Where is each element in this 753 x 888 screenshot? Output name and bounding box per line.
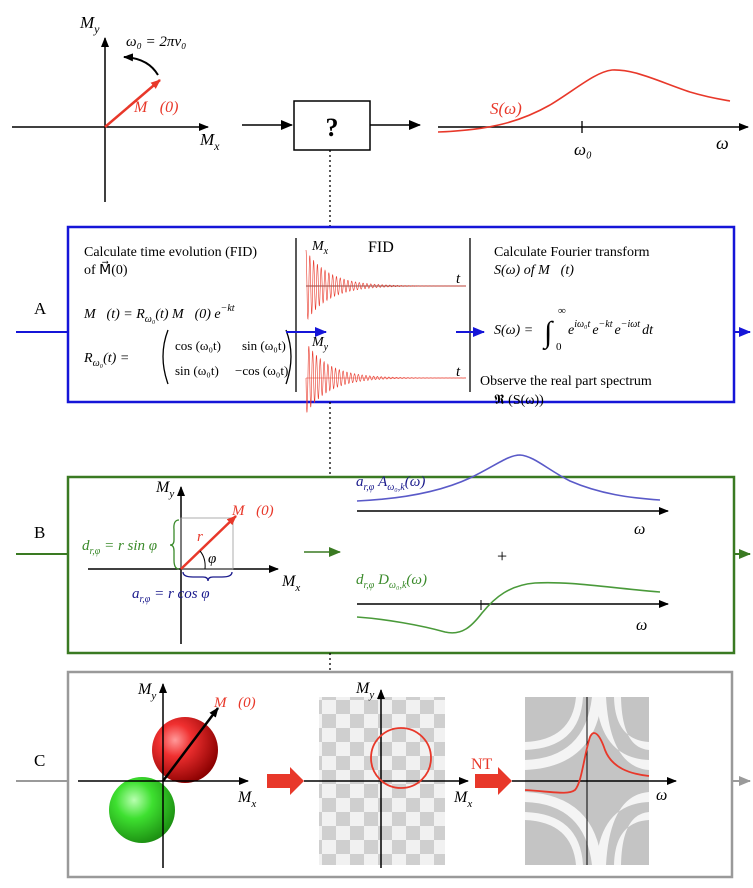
c1-my-label: My (137, 681, 156, 702)
top-mx-label: Mx (199, 130, 220, 153)
matrix-m11: cos (ω₀t) (175, 338, 221, 353)
fourier-equation-lhs: S(ω) = (494, 323, 533, 338)
calc-fourier-line2: S(ω) of M⃗(t) (494, 263, 574, 278)
time-evolution-equation: M⃗(t) = Rω₀(t) M⃗(0) e−kt (83, 303, 235, 325)
hyperbolic-band-6 (614, 697, 649, 750)
c2-mx-label: Mx (453, 789, 472, 810)
green-sphere (109, 777, 175, 843)
matrix-right-paren (285, 329, 292, 385)
observe-line2: 𝕽 (S(ω)) (494, 393, 544, 408)
c3-dispersion-curve (524, 732, 650, 794)
hyperbolic-band-5 (525, 697, 583, 750)
panel-a-letter: A (34, 299, 47, 318)
top-my-label: My (79, 13, 100, 36)
hyperbolic-band-8 (614, 812, 649, 865)
rotation-arrow (123, 53, 159, 76)
fid-title: FID (368, 239, 394, 256)
b-r-label: r (197, 529, 203, 545)
panel-b: B My Mx M⃗(0) r φ dr,φ = r sin φ ar,φ = … (16, 454, 751, 655)
b-d-equation: dr,φ = r sin φ (82, 538, 157, 557)
c2-red-circle (370, 727, 432, 789)
b-phi-arc (199, 550, 206, 570)
rotation-matrix-lhs: Rω₀(t) = (83, 351, 129, 369)
matrix-left-paren (162, 329, 169, 385)
b-projection-box (180, 517, 234, 570)
spectrum-label: S(ω) (490, 99, 522, 118)
b-mx-label: Mx (281, 573, 300, 594)
b-vector-label: M⃗(0) (231, 503, 274, 519)
matrix-m22: −cos (ω₀t) (235, 363, 288, 378)
top-magnetization-vector (104, 79, 161, 128)
c1-vector-label: M⃗(0) (213, 695, 256, 711)
panel-a-box (66, 225, 736, 404)
panel-c-letter: C (34, 751, 45, 770)
fid-my-label: My (311, 335, 329, 353)
spectrum-curve (437, 69, 731, 133)
top-spectrum-plot: S(ω) ω₀ ω (437, 69, 749, 159)
integral-upper: ∞ (558, 305, 566, 317)
absorption-label: ar,φ Aω₀,k(ω) (356, 474, 425, 493)
question-box (293, 100, 371, 151)
b-phi-label: φ (208, 551, 216, 567)
top-vector-diagram: My Mx ω₀ = 2πν₀ M⃗(0) (12, 13, 220, 202)
fid-t-label-1: t (456, 271, 461, 287)
b-a-brace (182, 571, 233, 582)
panel-a: A Calculate time evolution (FID) of M⃗(0… (16, 225, 751, 413)
matrix-m12: sin (ω₀t) (242, 338, 286, 353)
fid-t-label-2: t (456, 364, 461, 380)
c1-vector (162, 707, 219, 782)
integral-lower: 0 (556, 341, 562, 353)
plus-sign: + (497, 546, 507, 566)
integral-sign: ∫ (542, 316, 554, 351)
c2-my-label: My (355, 680, 374, 701)
b-a-equation: ar,φ = r cos φ (132, 586, 210, 605)
b-d-brace (169, 519, 180, 570)
hyperbolic-band-2 (596, 697, 649, 770)
top-vector-label: M⃗(0) (133, 99, 178, 116)
dispersion-curve (356, 581, 661, 634)
c1-mx-label: Mx (237, 789, 256, 810)
rotation-frequency-label: ω₀ = 2πν₀ (126, 34, 186, 50)
omega-axis-label: ω (716, 133, 729, 153)
c3-omega-label: ω (656, 787, 667, 804)
omega-axis-label-1: ω (634, 521, 645, 538)
b-my-label: My (155, 479, 174, 500)
fid-mx-signal (305, 249, 466, 321)
c-red-arrow-2 (475, 767, 512, 795)
dispersion-label: dr,φ Dω₀,k(ω) (356, 572, 427, 591)
c-red-arrow-1 (267, 767, 304, 795)
fid-mx-label: Mx (311, 239, 329, 257)
calc-time-evolution-line2: of M⃗(0) (84, 260, 128, 278)
calc-fourier-line1: Calculate Fourier transform (494, 245, 650, 260)
hyperbolic-band-4 (596, 792, 649, 865)
calc-time-evolution-line1: Calculate time evolution (FID) (84, 245, 257, 260)
absorption-curve (356, 454, 661, 502)
observe-line1: Observe the real part spectrum (480, 374, 652, 389)
hyperbolic-band-7 (525, 812, 583, 865)
panel-b-box (66, 475, 736, 655)
panel-c: C My Mx M⃗(0) My Mx NT ω (16, 670, 751, 879)
nt-label: NT (471, 756, 493, 773)
question-stage: ? (242, 100, 421, 226)
omega0-tick-label: ω₀ (574, 140, 592, 159)
omega-axis-label-2: ω (636, 617, 647, 634)
question-mark: ? (326, 113, 339, 142)
fid-my-signal (305, 346, 467, 413)
panel-b-letter: B (34, 523, 45, 542)
b-vector (180, 515, 237, 570)
matrix-m21: sin (ω₀t) (175, 363, 219, 378)
